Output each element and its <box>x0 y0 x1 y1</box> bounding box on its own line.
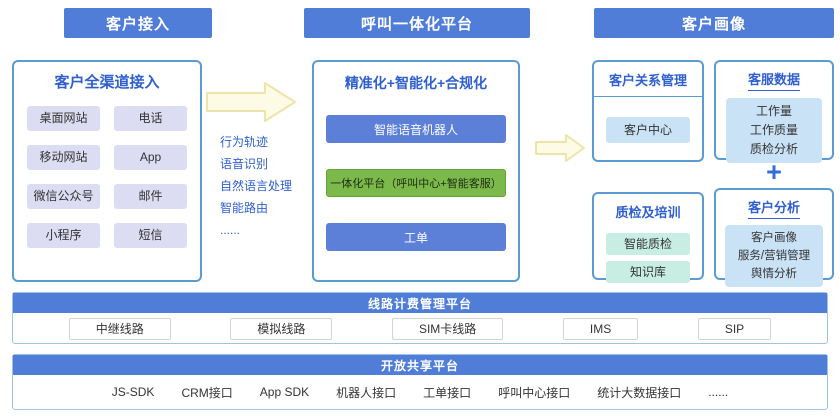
analysis-item: 服务/营销管理 <box>737 250 811 262</box>
quality-training-title: 质检及培训 <box>615 205 681 220</box>
open-interface-item: CRM接口 <box>181 385 233 400</box>
access-channel-item: 邮件 <box>114 184 187 209</box>
quality-item-list: 智能质检知识库 <box>594 223 702 283</box>
access-channel-item: 移动网站 <box>27 145 100 170</box>
crm-panel: 客户关系管理 客户中心 <box>592 60 704 162</box>
access-channel-item: 短信 <box>114 223 187 248</box>
omnichannel-access-panel: 客户全渠道接入 桌面网站电话移动网站 App 微信公众号邮件小程序短信 <box>12 60 202 282</box>
capability-note: 语音识别 <box>220 157 269 171</box>
line-billing-title: 线路计费管理平台 <box>13 293 827 313</box>
capability-notes: 行为轨迹语音识别自然语言处理智能路由...... <box>220 131 292 241</box>
service-data-title-wrap: 客服数据 <box>716 62 832 91</box>
banner-customer-access: 客户接入 <box>64 8 212 38</box>
open-interface-item: 统计大数据接口 <box>597 385 682 400</box>
flow-arrow-left-icon <box>205 80 297 129</box>
service-data-list: 工作量工作质量质检分析 <box>726 98 822 163</box>
line-type-list: 中继线路 模拟线路 SIM卡线路 IMS SIP <box>13 313 827 344</box>
customer-analysis-title-wrap: 客户分析 <box>716 190 832 219</box>
access-channel-list: 桌面网站电话移动网站 App 微信公众号邮件小程序短信 <box>14 92 200 248</box>
service-data-item: 质检分析 <box>749 142 798 156</box>
plus-connector: + <box>766 157 782 187</box>
quality-training-panel: 质检及培训 智能质检知识库 <box>592 192 704 283</box>
capability-note: 自然语言处理 <box>220 179 293 193</box>
line-billing-band: 线路计费管理平台 中继线路 模拟线路 SIM卡线路 IMS SIP <box>12 292 828 344</box>
open-interface-item: 呼叫中心接口 <box>498 385 571 400</box>
customer-analysis-panel: 客户分析 客户画像服务/营销管理舆情分析 <box>714 188 834 287</box>
line-type-item: IMS <box>562 317 639 340</box>
open-interface-item: ...... <box>708 385 729 399</box>
platform-module: 工单 <box>326 223 506 251</box>
open-platform-title: 开放共享平台 <box>13 355 827 375</box>
platform-title: 精准化+智能化+合规化 <box>344 75 488 91</box>
open-interface-item: 机器人接口 <box>336 385 397 400</box>
analysis-item-list: 客户画像服务/营销管理舆情分析 <box>725 225 823 287</box>
platform-panel: 精准化+智能化+合规化 智能语音机器人一体化平台（呼叫中心+智能客服） 工单 <box>312 60 520 282</box>
access-channel-item: 桌面网站 <box>27 106 100 131</box>
flow-arrow-right-icon <box>534 132 586 169</box>
service-data-title: 客服数据 <box>747 69 800 91</box>
line-type-item: SIM卡线路 <box>391 317 504 340</box>
open-interface-item: App SDK <box>259 385 310 399</box>
banner-customer-profile: 客户画像 <box>594 8 834 38</box>
open-interface-item: 工单接口 <box>423 385 472 400</box>
access-channel-item: 微信公众号 <box>27 184 100 209</box>
platform-module-list: 智能语音机器人一体化平台（呼叫中心+智能客服） 工单 <box>314 115 518 251</box>
line-type-item: 模拟线路 <box>230 317 333 340</box>
omnichannel-access-title: 客户全渠道接入 <box>54 74 160 91</box>
capability-note: 智能路由 <box>220 201 269 215</box>
customer-analysis-title: 客户分析 <box>747 197 800 219</box>
line-type-item: SIP <box>697 317 772 340</box>
open-interface-list: JS-SDK CRM接口 App SDK 机器人接口 工单接口 呼叫中心接口 统计大数据接口… <box>13 375 827 409</box>
analysis-item: 客户画像 <box>751 232 797 244</box>
open-platform-band: 开放共享平台 JS-SDK CRM接口 App SDK 机器人接口 工单接口 呼叫中心接口… <box>12 354 828 410</box>
access-channel-item: 电话 <box>114 106 187 131</box>
analysis-item: 舆情分析 <box>751 268 797 280</box>
platform-module: 智能语音机器人 <box>326 115 506 143</box>
service-data-item: 工作质量 <box>749 123 798 137</box>
access-channel-item: 小程序 <box>27 223 100 248</box>
customer-center-item: 客户中心 <box>606 117 690 143</box>
service-data-panel: 客服数据 工作量工作质量质检分析 <box>714 60 834 163</box>
quality-item: 知识库 <box>606 261 690 283</box>
capability-note: 行为轨迹 <box>220 135 269 149</box>
banner-call-platform: 呼叫一体化平台 <box>304 8 530 38</box>
crm-title: 客户关系管理 <box>594 62 702 97</box>
access-channel-item: App <box>114 145 187 170</box>
open-interface-item: JS-SDK <box>111 385 155 399</box>
line-type-item: 中继线路 <box>68 317 171 340</box>
capability-note: ...... <box>220 223 241 237</box>
quality-item: 智能质检 <box>606 233 690 255</box>
service-data-item: 工作量 <box>755 104 792 118</box>
platform-module: 一体化平台（呼叫中心+智能客服） <box>326 169 506 197</box>
